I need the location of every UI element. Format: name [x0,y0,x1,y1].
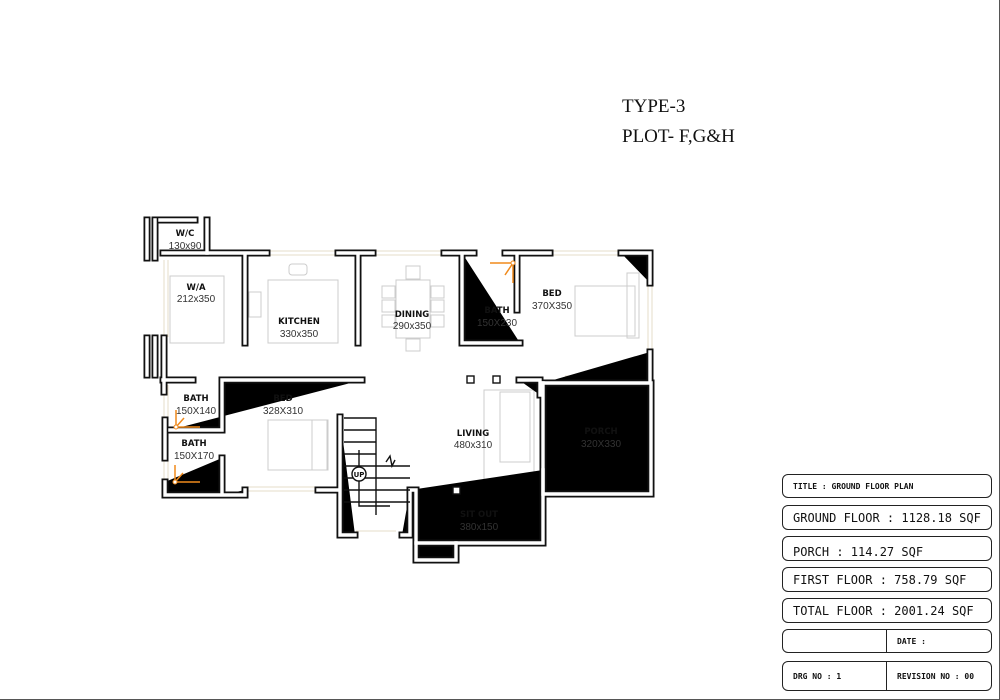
room-name: W/C [176,229,195,239]
date-row: DATE : [782,629,992,653]
total-floor-area: TOTAL FLOOR : 2001.24 SQF [782,598,992,623]
walls [147,220,651,560]
porch-area: PORCH : 114.27 SQF [782,536,992,561]
ground-floor-area: GROUND FLOOR : 1128.18 SQF [782,505,992,530]
stair-up-marker [351,466,367,482]
room-size: 370X350 [532,301,572,312]
room-name: BATH [183,394,208,404]
stair-up-label: UP [354,471,365,479]
date-cell: DATE : [897,636,926,646]
room-size: 212x350 [177,294,216,305]
blank-cell [783,630,887,652]
room-labels: W/C 130x90 W/A 212x350 KITCHEN 330x350 D… [169,229,622,533]
plot-label: PLOT- F,G&H [622,126,735,147]
drawing-info-row: DRG NO : 1 REVISION NO : 00 [782,661,992,691]
drawing-number: DRG NO : 1 [783,662,887,690]
room-name: LIVING [457,429,489,439]
room-size: 380x150 [460,522,499,533]
door-swings [172,260,516,485]
room-size: 150X230 [477,318,517,329]
room-size: 480x310 [454,440,493,451]
room-name: PORCH [584,427,617,437]
first-floor-area: FIRST FLOOR : 758.79 SQF [782,567,992,592]
room-name: DINING [395,310,430,320]
room-name: W/A [186,283,205,293]
room-size: 130x90 [169,241,202,252]
room-name: BATH [181,439,206,449]
room-size: 150X140 [176,406,216,417]
room-size: 150X170 [174,451,214,462]
room-size: 290x350 [393,321,432,332]
title-row: TITLE : GROUND FLOOR PLAN [782,474,992,498]
room-name: BED [273,394,292,404]
room-name: BED [542,289,561,299]
room-name: SIT OUT [460,510,498,520]
room-name: KITCHEN [278,317,320,327]
plan-type: TYPE-3 [622,96,686,117]
revision-number: REVISION NO : 00 [897,671,975,681]
room-size: 320X330 [581,439,621,450]
room-name: BATH [484,306,509,316]
staircase: UP [344,417,410,515]
room-size: 328X310 [263,406,303,417]
room-size: 330x350 [280,329,319,340]
